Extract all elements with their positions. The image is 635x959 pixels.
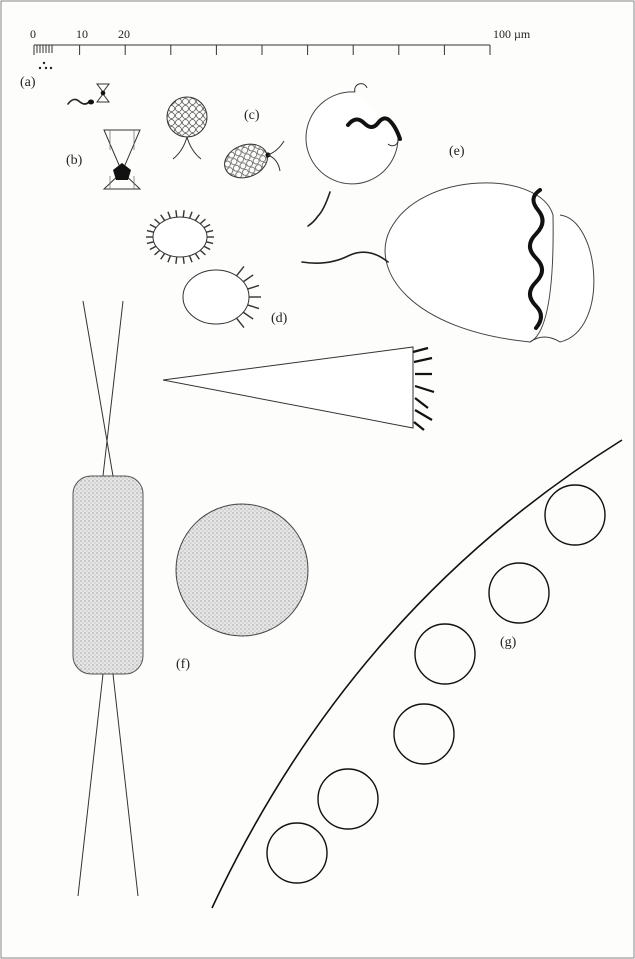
cilium [248, 285, 259, 289]
cilium [190, 212, 192, 219]
chain-cell [318, 769, 378, 829]
cilium [183, 257, 184, 264]
cilium [161, 215, 165, 221]
scale-end-label: 100 µm [493, 27, 531, 41]
cilium [206, 231, 213, 233]
organism-g [212, 440, 622, 908]
cilium [183, 210, 184, 217]
chain-cell [489, 563, 549, 623]
label-b: (b) [66, 153, 83, 168]
label-e: (e) [449, 144, 465, 159]
organism-c [167, 97, 284, 184]
cilium [176, 257, 177, 264]
cilium [248, 305, 259, 309]
label-f: (f) [176, 657, 190, 672]
cone-organism [163, 347, 434, 430]
chain-cell [415, 624, 475, 684]
label-d: (d) [271, 311, 288, 326]
bristle [415, 398, 428, 408]
organism-b [68, 84, 140, 189]
organism-e [302, 84, 594, 342]
cilium [237, 318, 244, 327]
scale-tick-20: 20 [118, 27, 130, 41]
cilium [176, 210, 177, 217]
cilium [195, 253, 199, 259]
cilium [195, 215, 199, 221]
cilium [243, 275, 253, 282]
bristle [415, 410, 432, 420]
cilium [243, 312, 253, 319]
chain-cell [394, 704, 454, 764]
label-g: (g) [500, 635, 517, 650]
label-c: (c) [244, 108, 260, 123]
bristle [415, 386, 434, 392]
label-a: (a) [20, 75, 36, 90]
cilium [155, 250, 160, 255]
bristle [414, 358, 432, 362]
bristle [414, 422, 424, 430]
bristle [413, 348, 428, 352]
chain-cell [267, 823, 327, 883]
cilium [204, 246, 210, 249]
cilium [168, 212, 170, 219]
cilium [204, 224, 210, 227]
cilium [150, 224, 156, 227]
cilium [147, 231, 154, 233]
scale-bar: 0 10 20 100 µm [30, 27, 531, 55]
cilium [206, 242, 213, 244]
cilium [190, 256, 192, 263]
cilium [200, 250, 205, 255]
cilium [237, 266, 244, 275]
scale-tick-0: 0 [30, 27, 36, 41]
organism-a [39, 62, 52, 69]
cilium [168, 256, 170, 263]
cilium [200, 219, 205, 224]
cilium [147, 242, 154, 244]
chain-cell [545, 485, 605, 545]
cilium [161, 253, 165, 259]
cilium [155, 219, 160, 224]
organism-d [146, 210, 261, 327]
cilium [150, 246, 156, 249]
scale-tick-10: 10 [76, 27, 88, 41]
